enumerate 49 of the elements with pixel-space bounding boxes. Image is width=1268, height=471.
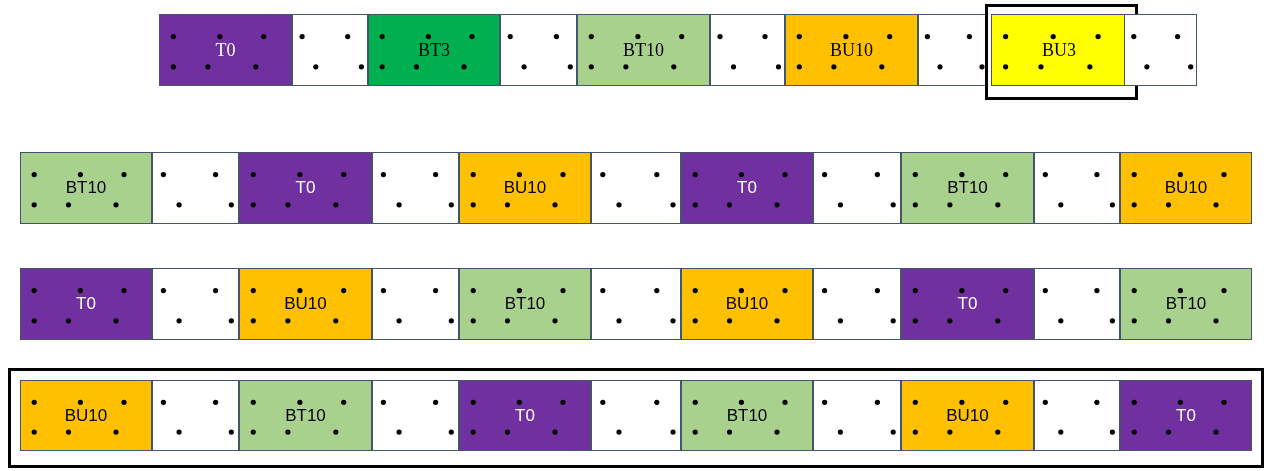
colored-cell [681,380,813,451]
cell-label: BU10 [64,405,108,426]
cell-label: BT10 [285,405,326,426]
cell-label: T0 [76,294,96,314]
colored-cell [20,152,152,224]
cell-label: T0 [957,294,978,314]
cell-label: BT10 [623,39,664,61]
colored-cell [239,380,372,451]
colored-cell [901,380,1034,451]
cell-label: T0 [737,178,757,198]
cell-label: T0 [1176,405,1196,426]
cell-label: BU10 [503,178,547,198]
cell-label: BU10 [725,294,769,314]
colored-cell [20,380,152,451]
cell-label: BU3 [1042,39,1076,61]
cell-label: T0 [515,405,535,426]
colored-cell [901,152,1034,224]
colored-cell [901,268,1034,340]
cell-label: T0 [215,39,236,61]
cell-label: BU10 [1164,178,1208,198]
colored-cell [785,14,918,86]
colored-cell [20,268,152,340]
cell-label: BU10 [284,294,327,314]
colored-cell [239,268,372,340]
colored-cell [459,268,591,340]
colored-cell [991,14,1127,86]
cell-label: BT3 [418,39,450,61]
empty-cell [918,14,988,86]
cell-label: BT10 [65,178,107,198]
colored-cell [1120,268,1252,340]
cell-label: BT10 [726,405,768,426]
colored-cell [368,14,500,86]
colored-cell [681,152,813,224]
colored-cell [159,14,292,86]
cell-label: BT10 [504,294,546,314]
cell-label: BU10 [946,405,989,426]
highlight-frame [985,4,1138,100]
colored-cell [681,268,813,340]
colored-cell [1120,152,1252,224]
colored-cell [1120,380,1252,451]
colored-cell [459,152,591,224]
highlight-frame [8,368,1264,468]
colored-cell [577,14,710,86]
colored-cell [459,380,591,451]
cell-label: T0 [295,178,316,198]
cell-label: BT10 [947,178,988,198]
cell-label: BT10 [1165,294,1207,314]
cell-label: BU10 [830,39,873,61]
colored-cell [239,152,372,224]
